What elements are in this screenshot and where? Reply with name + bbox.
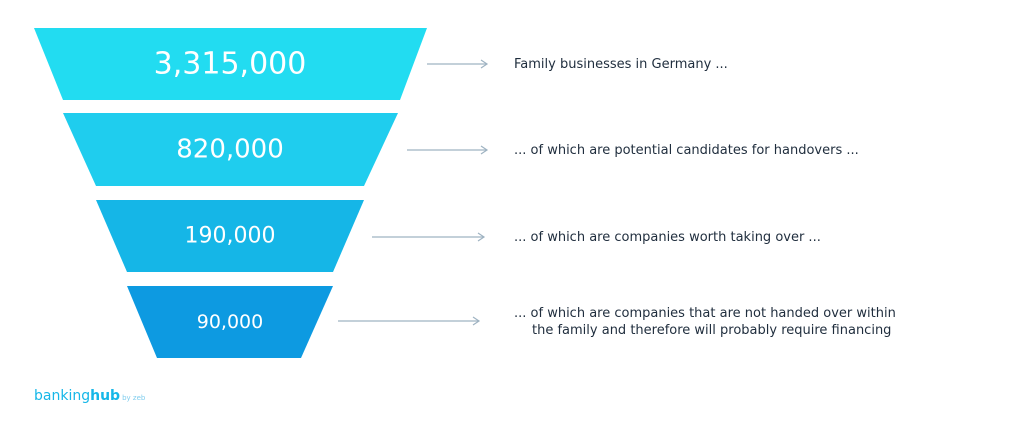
description-line: ... of which are companies that are not … — [514, 306, 896, 321]
description-line: the family and therefore will probably r… — [532, 323, 892, 338]
description-line: ... of which are companies worth taking … — [514, 230, 821, 245]
description-line: Family businesses in Germany ... — [514, 57, 728, 72]
funnel-stage-2-value: 820,000 — [176, 135, 284, 165]
logo-brand: banking — [34, 388, 91, 404]
funnel-stage-2 — [63, 113, 398, 186]
funnel-stage-1-description: Family businesses in Germany ... — [514, 56, 728, 73]
logo-brand-bold: hub — [90, 388, 121, 404]
funnel-stage-4 — [127, 286, 333, 358]
description-line: ... of which are potential candidates fo… — [514, 143, 859, 158]
logo-sub: by zeb — [122, 394, 146, 402]
funnel-stage-4-description: ... of which are companies that are not … — [514, 305, 896, 339]
funnel-stage-2-description: ... of which are potential candidates fo… — [514, 142, 859, 159]
arrow-3-head-icon — [477, 232, 486, 242]
arrow-1-head-icon — [480, 59, 489, 69]
funnel-stage-4-value: 90,000 — [197, 311, 263, 333]
funnel-stage-3-description: ... of which are companies worth taking … — [514, 229, 821, 246]
funnel-stage-1-value: 3,315,000 — [154, 47, 307, 82]
funnel-stage-3-value: 190,000 — [185, 224, 276, 249]
arrow-4-head-icon — [472, 316, 481, 326]
funnel-stage-3 — [96, 200, 364, 272]
funnel-stage-1 — [34, 28, 427, 100]
arrow-2-head-icon — [480, 145, 489, 155]
